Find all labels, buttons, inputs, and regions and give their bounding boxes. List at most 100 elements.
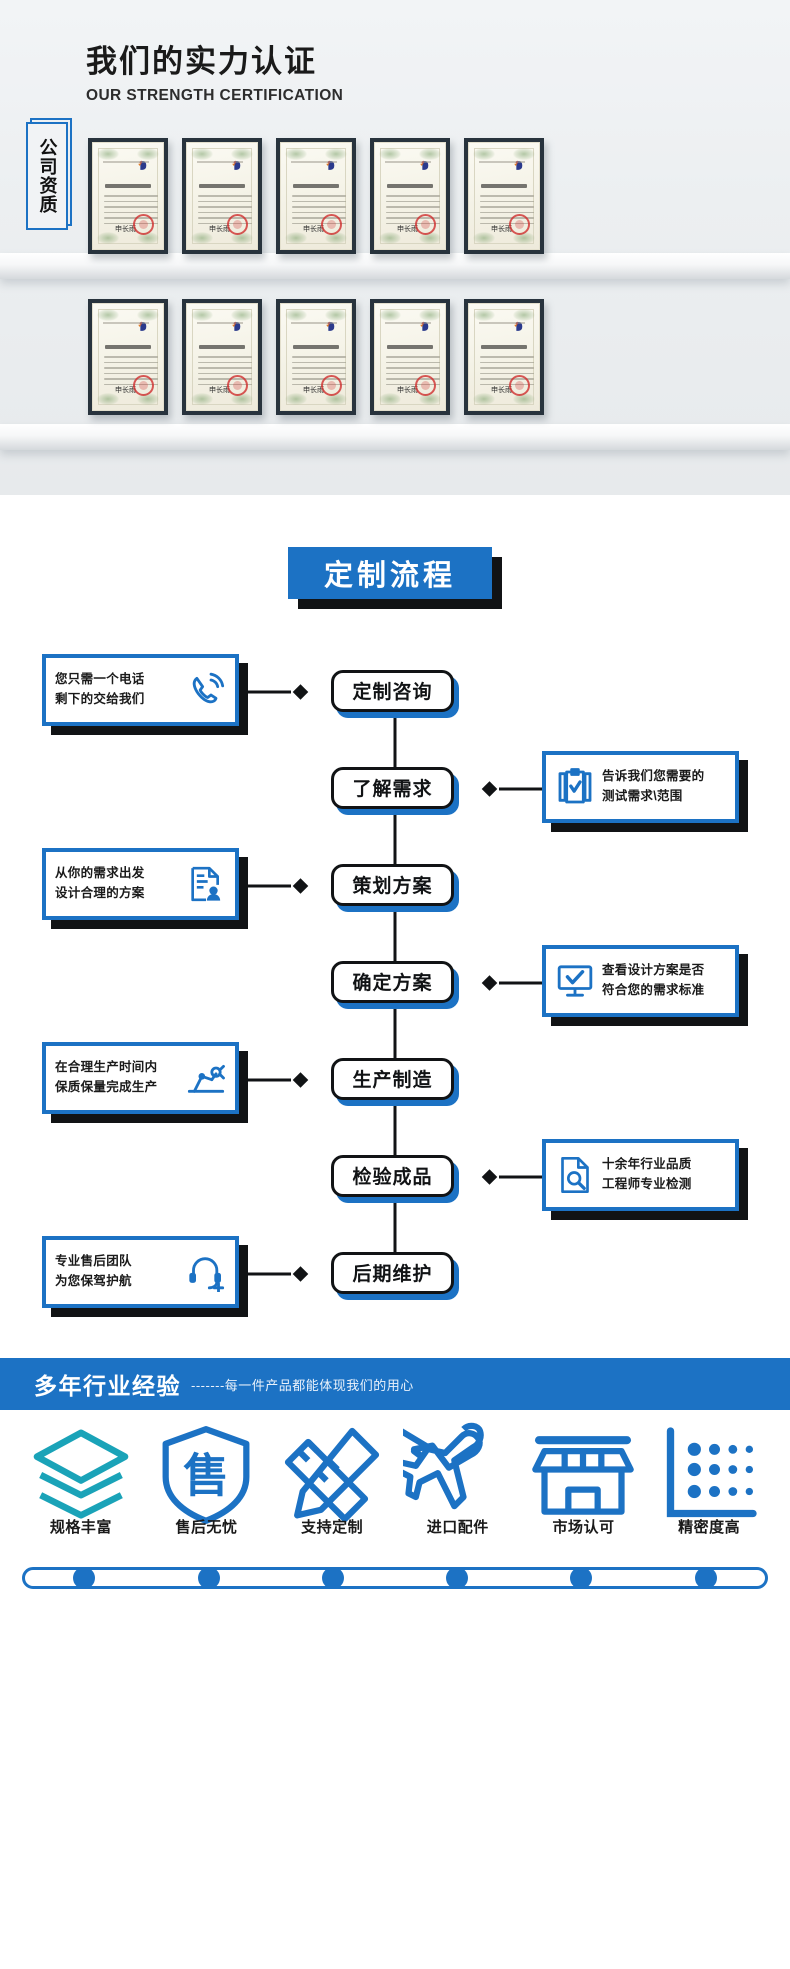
certificate-paper: 申长雨 (280, 142, 352, 250)
connector-diamond-icon (292, 683, 309, 700)
certificate-signature: 申长雨 (303, 386, 324, 394)
certificate-paper: 申长雨 (186, 303, 258, 411)
certificate-frame[interactable]: 申长雨 (88, 138, 168, 254)
process-step-row: 专业售后团队 为您保驾护航 后期维护 (0, 1225, 790, 1322)
card-body: 查看设计方案是否 符合您的需求标准 (542, 944, 739, 1017)
paper-microtext (291, 161, 337, 163)
certificate-title-bar (105, 184, 151, 188)
feature-item: 精密度高 (654, 1427, 764, 1537)
experience-banner: 多年行业经验 -------每一件产品都能体现我们的用心 (0, 1358, 790, 1410)
official-seal-icon (415, 214, 436, 235)
paper-ornament-icon (191, 393, 213, 405)
certificate-paper: 申长雨 (92, 142, 164, 250)
process-step-pill[interactable]: 策划方案 (331, 863, 459, 912)
process-step-pill[interactable]: 确定方案 (331, 960, 459, 1009)
certificate-signature: 申长雨 (397, 386, 418, 394)
process-step-pill[interactable]: 生产制造 (331, 1057, 459, 1106)
paper-ornament-icon (231, 393, 253, 405)
process-step-card[interactable]: 在合理生产时间内 保质保量完成生产 (42, 1041, 248, 1123)
process-step-pill[interactable]: 定制咨询 (331, 669, 459, 718)
paper-ornament-icon (137, 148, 159, 160)
paper-ornament-icon (473, 232, 495, 244)
certificate-title-bar (387, 345, 433, 349)
process-connector (248, 683, 309, 700)
tag-label: 公司资质 (37, 138, 58, 214)
process-connector (481, 1168, 542, 1185)
paper-ornament-icon (191, 309, 213, 321)
certificate-frame[interactable]: 申长雨 (370, 299, 450, 415)
svg-text:售: 售 (184, 1449, 230, 1503)
progress-track (22, 1567, 768, 1589)
official-seal-icon (133, 375, 154, 396)
feature-item: 市场认可 (528, 1436, 638, 1537)
official-seal-icon (227, 375, 248, 396)
process-step-pill[interactable]: 后期维护 (331, 1251, 459, 1300)
process-step-row: 十余年行业品质 工程师专业检测 检验成品 (0, 1128, 790, 1225)
process-step-pill[interactable]: 检验成品 (331, 1154, 459, 1203)
page-subtitle: OUR STRENGTH CERTIFICATION (86, 86, 344, 104)
certificate-frame[interactable]: 申长雨 (276, 138, 356, 254)
paper-ornament-icon (325, 232, 347, 244)
certificate-frame[interactable]: 申长雨 (464, 299, 544, 415)
process-step-card[interactable]: 专业售后团队 为您保驾护航 (42, 1235, 248, 1317)
certificate-frame[interactable]: 申长雨 (464, 138, 544, 254)
feature-item: 进口配件 (402, 1422, 513, 1537)
certificate-frame[interactable]: 申长雨 (276, 299, 356, 415)
paper-microtext (479, 161, 525, 163)
headset-support-icon (186, 1252, 226, 1293)
process-heading: 定制流程 (288, 547, 492, 599)
certificate-body-lines (386, 195, 440, 228)
certificate-body-lines (480, 195, 534, 228)
connector-diamond-icon (481, 780, 498, 797)
paper-microtext (385, 161, 431, 163)
connector-diamond-icon (292, 1265, 309, 1282)
process-step-card[interactable]: 查看设计方案是否 符合您的需求标准 (542, 944, 748, 1026)
process-step-label: 策划方案 (331, 863, 454, 906)
certificate-title-bar (293, 184, 339, 188)
paper-microtext (479, 322, 525, 324)
paper-ornament-icon (231, 148, 253, 160)
certificate-signature: 申长雨 (115, 386, 136, 394)
progress-dot (321, 1567, 344, 1589)
certificate-row-2: 申长雨 申长雨 (88, 299, 544, 415)
document-search-icon (555, 1155, 595, 1195)
certificate-signature: 申长雨 (397, 225, 418, 233)
certificate-frame[interactable]: 申长雨 (370, 138, 450, 254)
certificate-signature: 申长雨 (115, 225, 136, 233)
paper-ornament-icon (191, 148, 213, 160)
official-seal-icon (321, 375, 342, 396)
certificate-body-lines (386, 356, 440, 389)
certificate-signature: 申长雨 (491, 386, 512, 394)
certificate-signature: 申长雨 (303, 225, 324, 233)
process-connector (248, 1071, 309, 1088)
paper-ornament-icon (325, 393, 347, 405)
paper-ornament-icon (137, 309, 159, 321)
custom-process-section: 定制流程 您只需一个电话 剩下的交给我们 定制咨询 告诉我们您需要的 测试需求\… (0, 547, 790, 1332)
experience-tagline: -------每一件产品都能体现我们的用心 (191, 1377, 414, 1393)
process-step-description: 专业售后团队 为您保驾护航 (55, 1254, 132, 1288)
paper-ornament-icon (379, 393, 401, 405)
process-step-card[interactable]: 告诉我们您需要的 测试需求\范围 (542, 750, 748, 832)
certificate-frame[interactable]: 申长雨 (88, 299, 168, 415)
certification-section: 我们的实力认证 OUR STRENGTH CERTIFICATION 公司资质 (0, 0, 790, 495)
process-step-label: 后期维护 (331, 1251, 454, 1294)
layers-icon (26, 1429, 136, 1519)
process-step-pill[interactable]: 了解需求 (331, 766, 459, 815)
process-step-card[interactable]: 从你的需求出发 设计合理的方案 (42, 847, 248, 929)
paper-ornament-icon (513, 309, 535, 321)
certificate-title-bar (481, 345, 527, 349)
process-step-card[interactable]: 您只需一个电话 剩下的交给我们 (42, 653, 248, 735)
clipboard-check-icon (555, 767, 595, 807)
certificate-paper: 申长雨 (374, 142, 446, 250)
certificate-frame[interactable]: 申长雨 (182, 299, 262, 415)
process-step-label: 了解需求 (331, 766, 454, 809)
process-step-label: 定制咨询 (331, 669, 454, 712)
process-step-card[interactable]: 十余年行业品质 工程师专业检测 (542, 1138, 748, 1220)
paper-ornament-icon (97, 148, 119, 160)
progress-dot (197, 1567, 220, 1589)
paper-ornament-icon (473, 309, 495, 321)
certificate-frame[interactable]: 申长雨 (182, 138, 262, 254)
process-connector (481, 780, 542, 797)
certificate-title-bar (199, 184, 245, 188)
